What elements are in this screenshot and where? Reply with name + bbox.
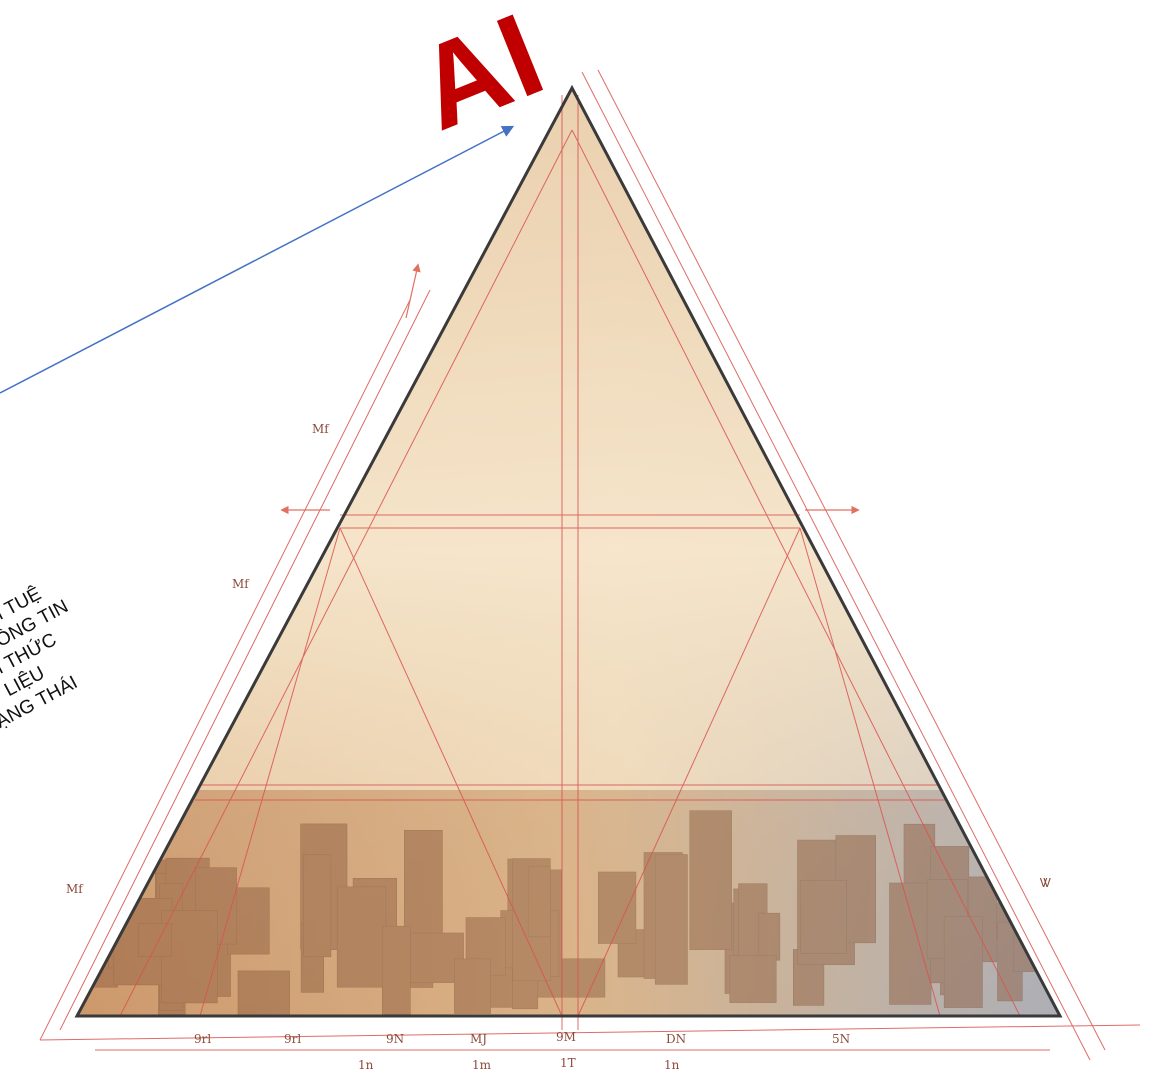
city-building — [381, 925, 411, 1015]
city-building — [527, 865, 551, 938]
city-building — [943, 916, 983, 1008]
city-building — [465, 917, 506, 976]
city-building — [617, 929, 666, 978]
city-building — [156, 873, 191, 943]
city-building — [410, 932, 464, 983]
city-building — [227, 887, 270, 955]
city-illustration — [77, 790, 1060, 1016]
city-building — [466, 967, 513, 1008]
city-building — [724, 902, 763, 994]
city-building — [348, 940, 389, 978]
city-building — [835, 835, 876, 944]
bottom-mark: DN — [666, 1032, 687, 1046]
city-building — [643, 852, 683, 979]
city-building — [531, 869, 562, 998]
construction-lines — [39, 69, 1141, 1061]
bottom-mark-2: 1T — [560, 1056, 576, 1070]
city-building — [797, 839, 855, 965]
city-building — [137, 923, 172, 957]
city-building — [597, 871, 637, 944]
city-building — [512, 953, 539, 1010]
city-building — [903, 823, 936, 939]
city-building — [155, 859, 194, 946]
pyramid-outline — [74, 84, 1063, 1018]
city-building — [930, 846, 970, 984]
city-building — [165, 857, 210, 938]
city-building — [237, 970, 290, 1016]
bottom-mark: 9M — [556, 1030, 576, 1044]
city-building — [558, 958, 606, 998]
city-building — [800, 880, 847, 954]
city-building — [303, 854, 332, 958]
side-mark: Mf — [312, 422, 329, 436]
city-building — [158, 979, 186, 1015]
side-mark: Mf — [66, 882, 83, 896]
city-building — [729, 955, 777, 1003]
city-building — [926, 879, 968, 959]
city-building — [512, 858, 551, 982]
city-building — [300, 823, 348, 950]
city-building — [390, 954, 434, 988]
red-arrows — [280, 263, 860, 515]
city-building — [190, 904, 231, 997]
pyramid-glow — [77, 88, 1060, 1016]
city-building — [500, 910, 560, 977]
city-building — [889, 882, 932, 1005]
ai-pointer-arrow — [0, 125, 515, 394]
city-building — [733, 888, 756, 965]
city-building — [808, 889, 853, 965]
city-building — [352, 877, 398, 954]
city-building — [507, 858, 535, 998]
city-building — [336, 886, 387, 988]
city-building — [689, 810, 732, 950]
bottom-mark: 9rl — [284, 1032, 302, 1046]
bottom-mark-2: 1m — [472, 1058, 492, 1072]
city-building — [403, 829, 443, 942]
city-building — [792, 949, 825, 1006]
city-building — [454, 958, 491, 1014]
bottom-mark: MJ — [470, 1032, 488, 1046]
city-building — [738, 883, 768, 958]
city-building — [654, 854, 688, 985]
bottom-mark: 5N — [832, 1032, 851, 1046]
city-building — [300, 922, 325, 993]
city-building — [758, 912, 781, 961]
bottom-mark-2: 1n — [358, 1058, 374, 1072]
bottom-mark: 9N — [386, 1032, 405, 1046]
side-mark: Mf — [232, 577, 249, 591]
bottom-mark: 9rl — [194, 1032, 212, 1046]
city-building — [949, 876, 997, 963]
city-building — [195, 867, 237, 945]
right-mark: Ꮤ — [1040, 876, 1052, 890]
city-building — [940, 877, 966, 996]
bottom-mark-2: 1n — [664, 1058, 680, 1072]
city-building — [159, 883, 184, 1011]
